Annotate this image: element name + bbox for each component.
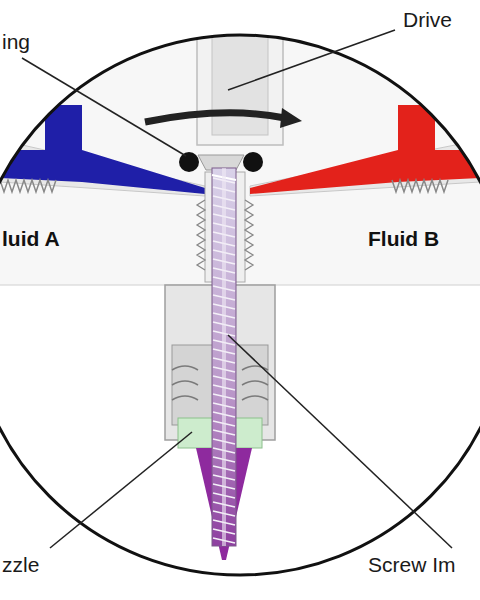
part-label: Drive xyxy=(403,8,452,32)
o-ring xyxy=(179,152,199,172)
fluid-b xyxy=(250,105,480,194)
inset-circle xyxy=(0,35,480,575)
upper-block xyxy=(0,30,480,285)
part-label: ing xyxy=(2,30,30,54)
fluid-label: luid A xyxy=(2,227,60,251)
drive-housing xyxy=(197,35,283,145)
part-label: zzle xyxy=(2,553,39,577)
rotation-arrow xyxy=(145,113,285,122)
screw-impeller xyxy=(212,168,236,546)
part-label: Screw Im xyxy=(368,553,456,577)
fluid-label: Fluid B xyxy=(368,227,439,251)
leader-line xyxy=(22,30,452,548)
inset-view xyxy=(0,30,480,560)
